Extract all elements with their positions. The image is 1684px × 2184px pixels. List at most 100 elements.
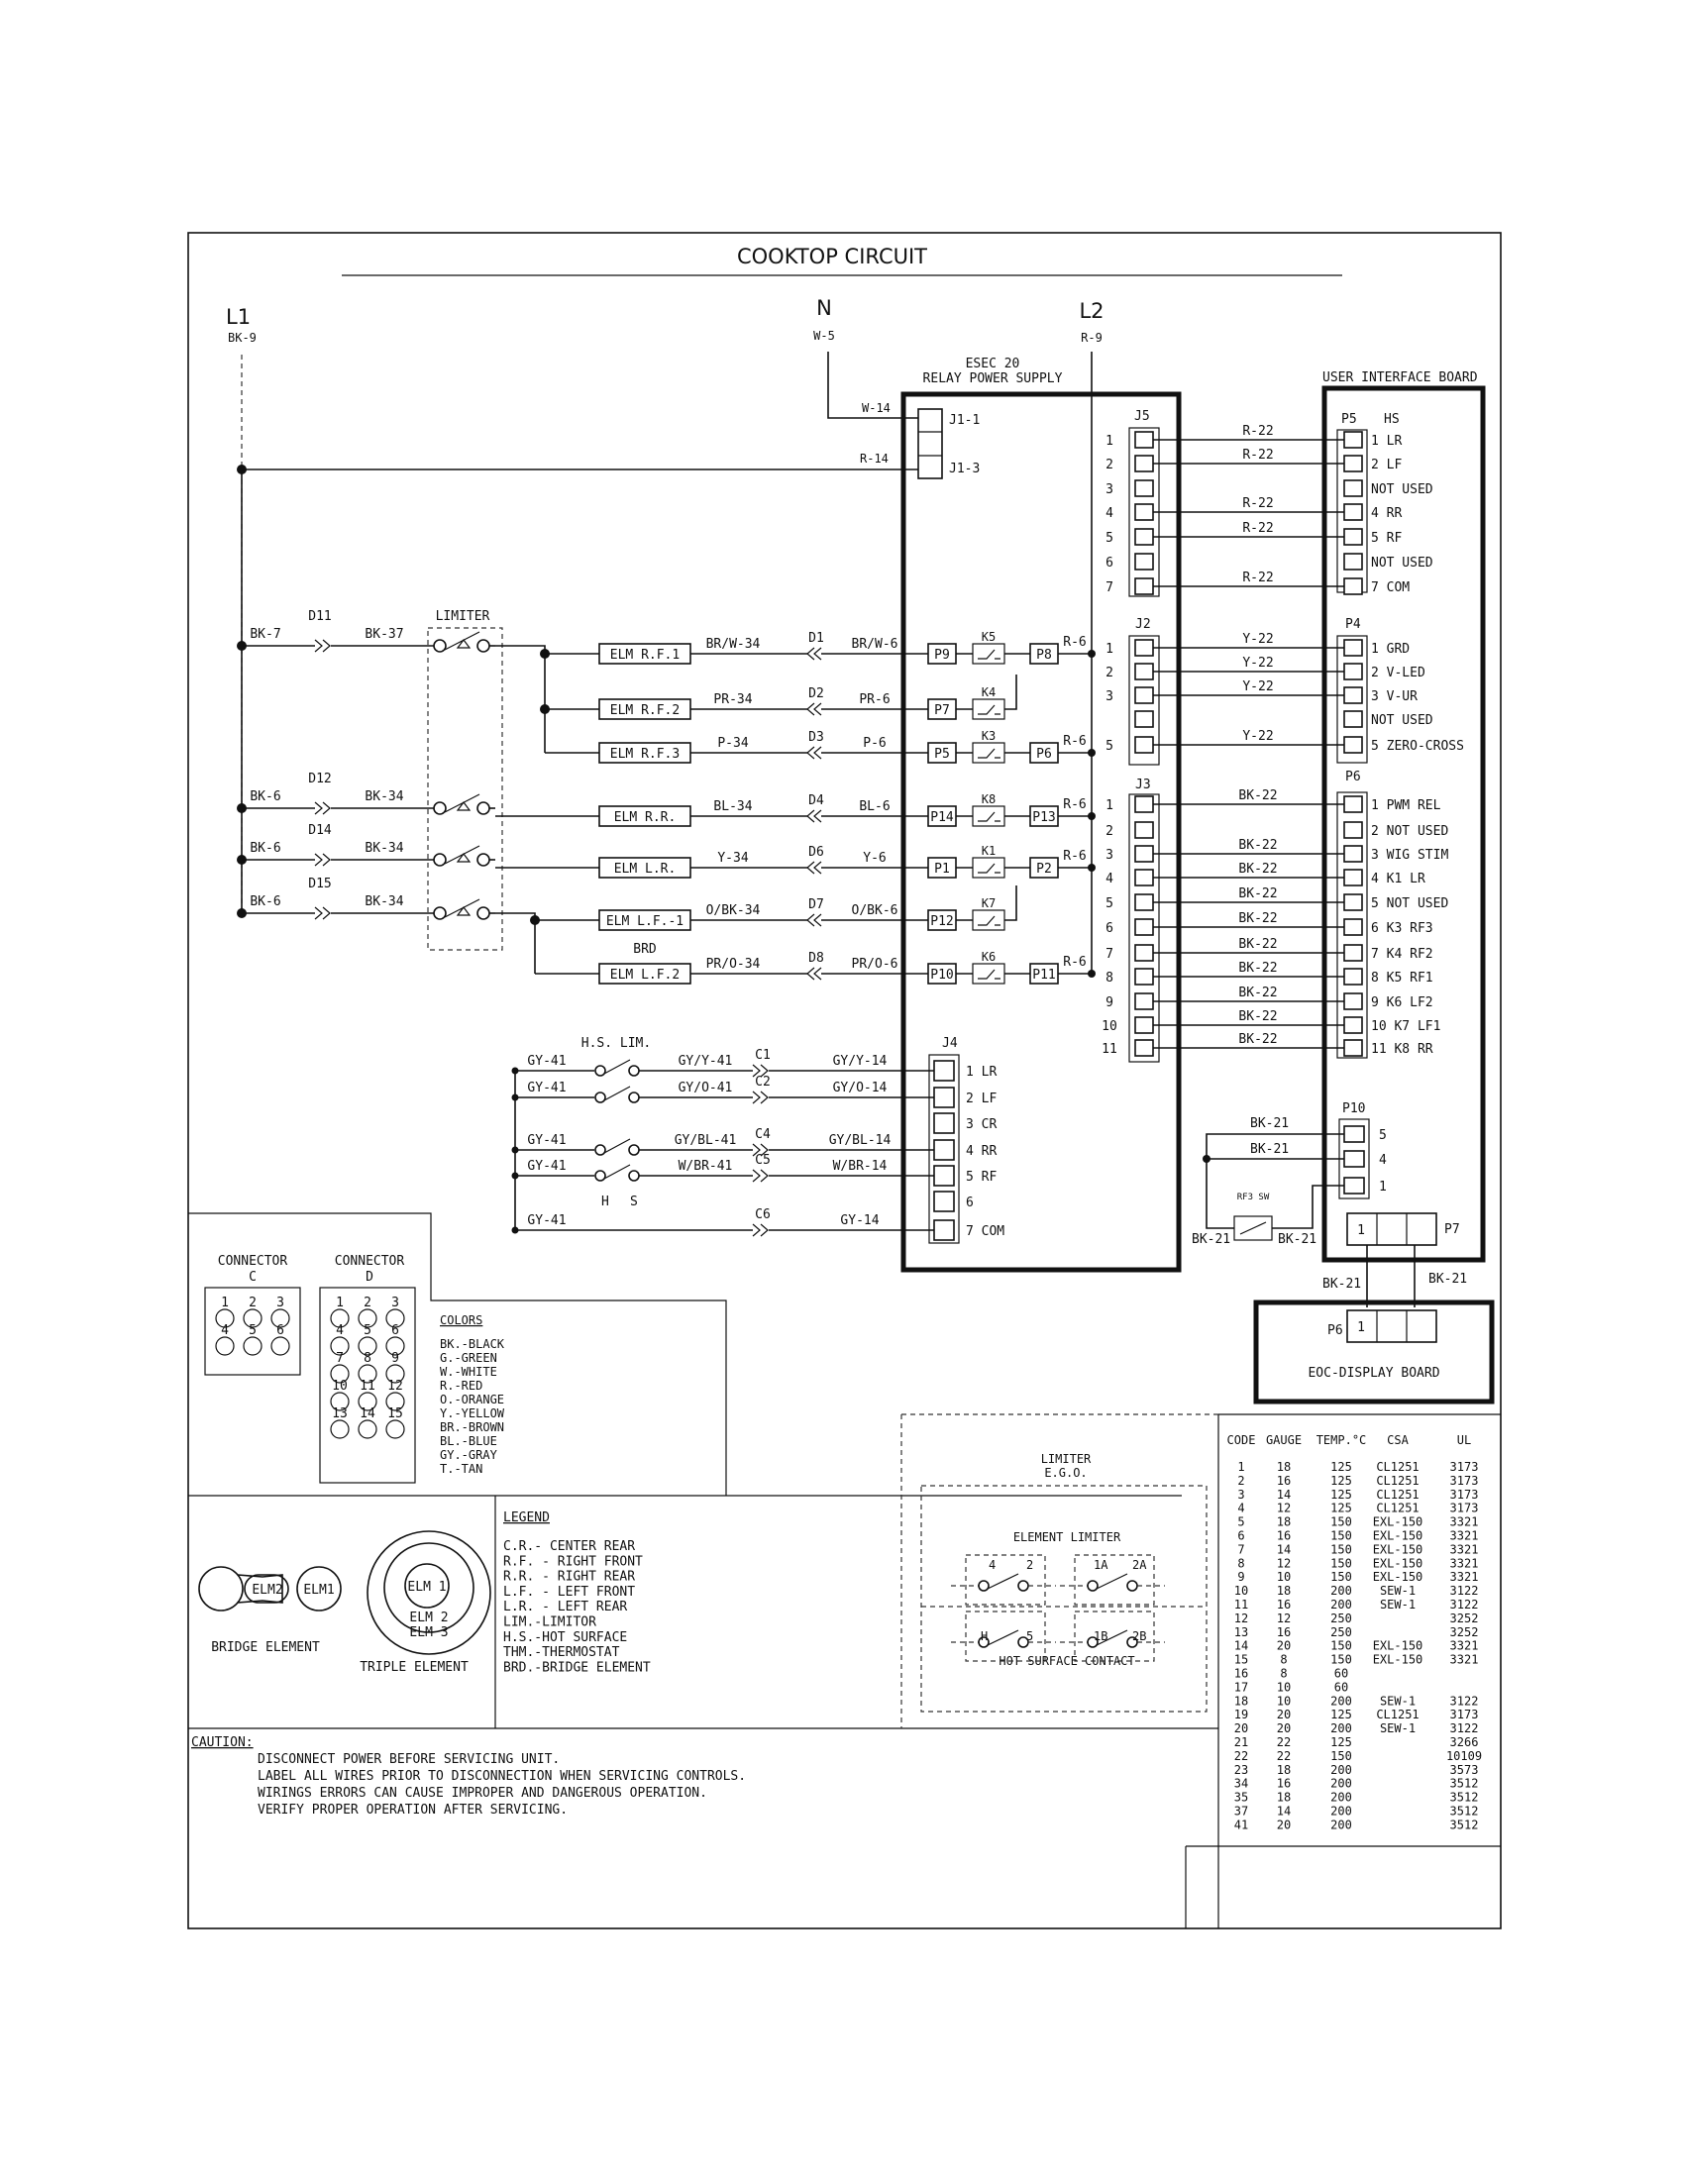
connector-pin [215,1308,235,1328]
connector-pin [330,1308,350,1328]
table-cell: 3321 [1450,1515,1479,1529]
diode-symbol [314,639,331,653]
limiter-t2b: 2B [1132,1629,1146,1643]
table-cell: SEW-1 [1380,1584,1416,1598]
j2-pin-number: 5 [1105,739,1113,754]
element-wire-label: P-34 [717,736,748,751]
table-cell: 2 [1237,1474,1244,1488]
hs-limiter-blade [603,1138,631,1154]
limiter-detail-contact [978,1636,990,1648]
diode-label: D15 [308,877,331,891]
table-cell: 125 [1330,1488,1352,1502]
connector-label: D1 [808,631,824,646]
j5-mate-pin-label: 5 RF [1371,531,1402,546]
caution-title: CAUTION: [191,1735,254,1750]
table-cell: 200 [1330,1805,1352,1819]
hs-in-wire-label: GY-41 [527,1081,566,1095]
table-cell: 10109 [1446,1749,1482,1763]
n-label: N [816,296,832,320]
table-cell: 60 [1334,1667,1348,1681]
table-cell: 16 [1277,1474,1291,1488]
j5-pin-number: 2 [1105,458,1113,472]
table-cell: 3122 [1450,1598,1479,1612]
j2-label: J2 [1135,617,1151,632]
table-cell: 3252 [1450,1625,1479,1639]
connector-pin-number: 11 [360,1379,375,1394]
j5-pin-box [1134,479,1154,497]
p10-pin-4 [1343,1150,1365,1168]
hs-h-label: H [601,1195,609,1209]
hs-limiter-contact [594,1144,606,1156]
hs-limiter-contact [628,1170,640,1182]
connector-pin-number: 8 [364,1351,371,1366]
rf3-switch-left-wire [1206,1159,1234,1229]
connector-pin-number: 10 [332,1379,348,1394]
relay-wire-label: BL-6 [859,799,890,814]
hs-connector-label: C4 [755,1127,771,1142]
limiter-detail-title-1: LIMITER [1041,1452,1092,1466]
table-cell: 16 [1277,1529,1291,1543]
color-item: T.-TAN [440,1462,482,1476]
color-item: GY.-GRAY [440,1448,498,1462]
j4-pin-box [933,1087,955,1108]
relay-label: K8 [982,792,996,806]
relay-pin-label: P11 [1032,968,1055,983]
legend-item: R.R. - RIGHT REAR [503,1570,635,1585]
table-cell: 16 [1277,1598,1291,1612]
j3-mate-pin-label: 11 K8 RR [1371,1042,1433,1057]
j2-mate-pin-label: 5 ZERO-CROSS [1371,739,1464,754]
limiter-contact [433,906,447,920]
table-cell: CL1251 [1376,1474,1419,1488]
table-cell: EXL-150 [1373,1515,1423,1529]
relay-body [972,742,1005,764]
hs-connector-label: C6 [755,1207,771,1222]
relay-body [972,909,1005,931]
p7-pin-label: 1 [1357,1223,1365,1238]
connector-pin-number: 5 [364,1323,371,1338]
table-cell: 20 [1277,1721,1291,1735]
connector-pin-number: 2 [249,1296,257,1310]
table-cell: 200 [1330,1791,1352,1805]
j3-pin-box [1134,944,1154,962]
j3-mate-pin-label: 10 K7 LF1 [1371,1019,1440,1034]
relay-pin-label: P8 [1036,648,1052,663]
limiter-wire-label: BK-34 [365,894,403,909]
j3-mate-pin-box [1343,821,1363,839]
triple-element-outer [367,1530,491,1655]
limiter-blade [444,845,480,865]
table-cell: 16 [1277,1777,1291,1791]
triple-element-inner [404,1563,450,1609]
table-cell: 18 [1277,1791,1291,1805]
connector-pin-number: 5 [249,1323,257,1338]
j5-mate-pin-box [1343,553,1363,571]
relay-pin-label: P9 [934,648,950,663]
table-cell: 8 [1280,1653,1287,1667]
j2-mate-pin-box [1343,639,1363,657]
table-cell: EXL-150 [1373,1542,1423,1556]
table-cell: 5 [1237,1515,1244,1529]
connector-label: D3 [808,730,824,745]
table-cell: 18 [1277,1460,1291,1474]
hs-limiter-blade [603,1164,631,1180]
hs-limiter-contact [594,1092,606,1103]
limiter-4-2-switch [965,1554,1046,1606]
p10-pin-4-label: 4 [1379,1153,1387,1168]
table-cell: 14 [1277,1542,1291,1556]
connector-symbol [806,702,822,716]
j3-pin-number: 8 [1105,971,1113,986]
table-cell: 14 [1234,1639,1248,1653]
limiter-th: H [981,1629,988,1643]
hs-connector-symbol [752,1143,769,1157]
bridge-element-right-coil [296,1566,342,1612]
j4-label: J4 [942,1036,958,1051]
table-cell: EXL-150 [1373,1653,1423,1667]
j2-pin-box [1134,686,1154,704]
p7-connector [1346,1212,1437,1246]
limiter-contact [476,853,490,867]
connector-pin [330,1392,350,1411]
table-cell: 150 [1330,1570,1352,1584]
table-cell: 22 [1277,1735,1291,1749]
